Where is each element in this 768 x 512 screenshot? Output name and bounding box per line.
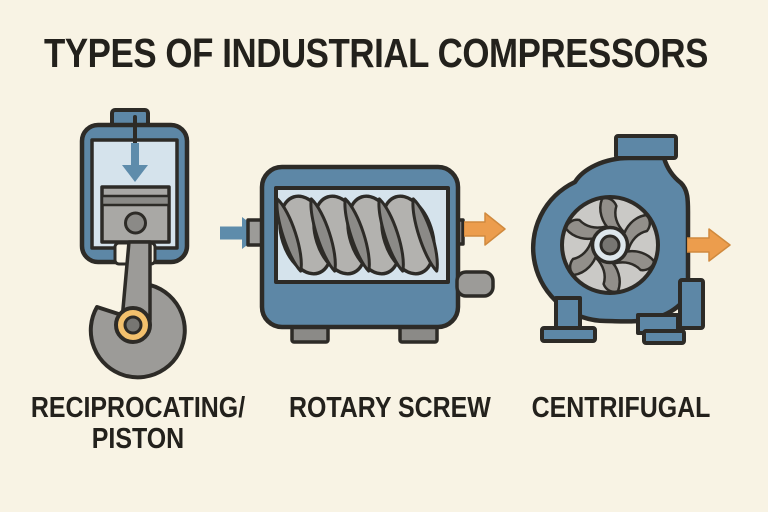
crankshaft [88, 240, 187, 380]
page-title: TYPES OF INDUSTRIAL COMPRESSORS [44, 30, 708, 76]
label-line: PISTON [91, 423, 185, 455]
label-centrifugal: CENTRIFUGAL [526, 393, 715, 424]
label-line: RECIPROCATING/ [30, 392, 246, 424]
flow-arrow-right-icon [464, 212, 506, 246]
screw-rotor [275, 194, 439, 276]
label-line: CENTRIFUGAL [531, 392, 711, 424]
centrifugal-compressor-icon [530, 134, 705, 345]
label-reciprocating-piston: RECIPROCATING/ PISTON [26, 393, 250, 455]
piston [100, 185, 171, 244]
flow-arrow-right-icon [687, 228, 731, 262]
label-rotary-screw: ROTARY SCREW [289, 393, 491, 424]
impeller [560, 194, 660, 296]
rotary-screw-compressor-icon [246, 164, 495, 344]
reciprocating-piston-compressor-icon [79, 108, 190, 380]
intake-arrow-down-icon [122, 143, 148, 182]
label-line: ROTARY SCREW [289, 392, 491, 424]
